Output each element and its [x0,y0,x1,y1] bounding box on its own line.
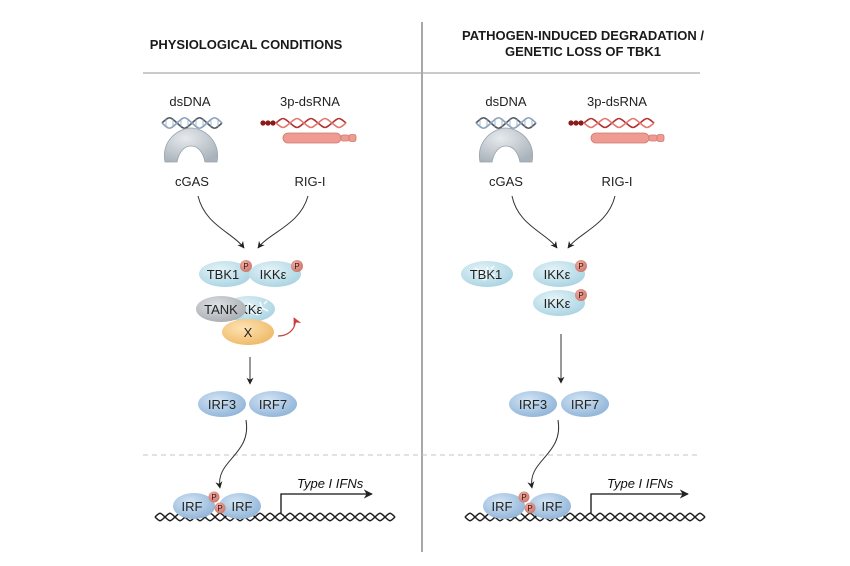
right-ikke-top-label: IKKε [544,267,571,282]
right-cgas-label: cGAS [489,174,523,189]
right-irf-dimer-b-label: IRF [542,499,563,514]
left-cgas-protein [164,127,218,163]
left-panel: dsDNA 3p-dsRNA cGAS RIG-I IKKε TANK X TB… [154,94,396,522]
right-rigi-label: RIG-I [601,174,632,189]
left-dimer-phospho-a [208,491,220,503]
left-irf7-label: IRF7 [259,397,287,412]
left-dsdna-helix [161,116,223,130]
right-irf-dimer-a-label: IRF [492,499,513,514]
right-dimer-phospho-b [524,502,536,514]
left-irf3 [198,391,246,417]
left-rna-label: 3p-dsRNA [280,94,340,109]
right-dsdna-label: dsDNA [485,94,527,109]
right-panel-heading-line2: GENETIC LOSS OF TBK1 [505,44,661,59]
right-irf-dimer-b [529,493,571,519]
right-ikke-top [533,261,585,287]
left-tank-protein [196,296,246,322]
left-tbk1-protein [199,261,251,287]
right-dimer-phospho-b-label: P [527,504,532,513]
right-rna-label: 3p-dsRNA [587,94,647,109]
left-irf-dimer-a-label: IRF [182,499,203,514]
right-ikke-top-phospho-label: P [578,262,583,271]
right-dimer-phospho-a [518,491,530,503]
left-ikke-active-label: IKKε [260,267,287,282]
left-transcription-arrow [280,489,373,513]
left-tbk1-phospho-label: P [243,262,248,271]
left-dsdna-label: dsDNA [169,94,211,109]
left-type1-ifns-label: Type I IFNs [297,476,364,491]
right-rigi-arrow [567,195,616,249]
left-irf-arrow [215,419,248,489]
left-dimer-phospho-a-label: P [211,493,216,502]
left-rigi-label: RIG-I [294,174,325,189]
right-ikke-top-phospho [575,260,587,272]
left-dimer-phospho-b-label: P [217,504,222,513]
right-cgas-arrow [511,195,558,249]
left-degradation-arrow [277,317,302,337]
right-irf-dimer-a [483,493,525,519]
right-irf7-label: IRF7 [571,397,599,412]
left-cgas-label: cGAS [175,174,209,189]
right-irf3-label: IRF3 [519,397,547,412]
left-rigi-arrow [257,195,309,249]
right-irf-arrow [527,419,560,489]
left-ikke-phospho-label: P [294,262,299,271]
left-irf-dimer-b-label: IRF [232,499,253,514]
left-irf-dimer-a [173,493,215,519]
right-rigi-protein [590,132,665,144]
right-irf3 [509,391,557,417]
right-tbk1-degraded-label: TBK1 [470,267,503,282]
right-cgas-protein [479,127,533,163]
right-ikke-bottom-phospho [575,289,587,301]
right-panel-heading-line1: PATHOGEN-INDUCED DEGRADATION / [462,28,704,43]
right-ikke-bottom [533,290,585,316]
right-ikke-bottom-phospho-label: P [578,291,583,300]
left-ikke-phospho [291,260,303,272]
right-type1-ifns-label: Type I IFNs [607,476,674,491]
left-dimer-phospho-b [214,502,226,514]
left-irf3-label: IRF3 [208,397,236,412]
left-rna-helix [259,117,347,129]
left-panel-heading: PHYSIOLOGICAL CONDITIONS [150,37,343,52]
right-rna-helix [567,117,655,129]
right-irf7 [561,391,609,417]
left-x-factor-label: X [244,325,253,340]
right-ikke-bottom-label: IKKε [544,296,571,311]
right-dsdna-helix [475,116,537,130]
left-tbk1-label: TBK1 [207,267,240,282]
left-rigi-protein [282,132,357,144]
left-tbk1-phospho [240,260,252,272]
right-panel: dsDNA 3p-dsRNA cGAS RIG-I TBK1 IKKε P IK… [461,94,706,522]
left-irf7 [249,391,297,417]
left-ikke-active [249,261,301,287]
left-irf-dimer-b [219,493,261,519]
left-x-factor [222,319,274,345]
left-cgas-arrow [197,195,245,249]
right-dimer-phospho-a-label: P [521,493,526,502]
right-transcription-arrow [590,489,689,513]
left-tank-label: TANK [204,302,238,317]
